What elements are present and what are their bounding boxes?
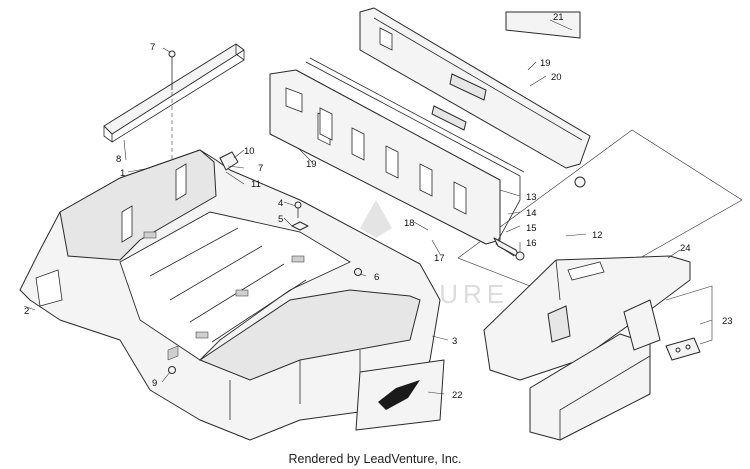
leader-lines (23, 19, 713, 395)
callout-15: 15 (526, 223, 537, 234)
callout-16: 16 (526, 238, 537, 249)
callout-17: 17 (434, 253, 445, 264)
callout-1: 1 (120, 168, 125, 179)
callout-21: 21 (553, 12, 564, 23)
latch-bracket-leader (665, 285, 713, 345)
callout-5: 5 (278, 214, 283, 225)
decal-part (505, 11, 581, 39)
callout-9: 9 (152, 378, 157, 389)
callout-7-side: 7 (258, 163, 263, 174)
callout-7-top: 7 (150, 42, 155, 53)
callout-labels: 7 8 1 2 10 7 11 4 5 6 9 3 22 19 18 17 13… (24, 12, 733, 401)
callout-4: 4 (278, 198, 283, 209)
fastener-parts (167, 201, 362, 374)
tailgate-outer-panel-part (359, 7, 591, 188)
callout-12: 12 (592, 230, 603, 241)
storage-case-part (483, 255, 691, 441)
tailgate-inner-panel-part (269, 69, 501, 245)
callout-8: 8 (116, 154, 121, 165)
pin-part (493, 237, 525, 261)
decal-22-part (355, 359, 445, 431)
callout-2: 2 (24, 306, 29, 317)
cargo-box-part (19, 149, 441, 441)
callout-11: 11 (251, 179, 261, 190)
callout-18: 18 (404, 218, 415, 229)
callout-19-left: 19 (306, 159, 317, 170)
callout-6: 6 (374, 272, 379, 283)
callout-3: 3 (452, 336, 457, 347)
bolt-part (168, 50, 176, 90)
callout-13: 13 (526, 192, 537, 203)
callout-10: 10 (244, 146, 255, 157)
callout-20: 20 (551, 72, 562, 83)
callout-22: 22 (452, 390, 463, 401)
bracket-part (219, 151, 239, 171)
top-rail-part (103, 43, 245, 143)
callout-23: 23 (722, 316, 733, 327)
latch-part (665, 337, 701, 361)
rendered-by-footer: Rendered by LeadVenture, Inc. (288, 452, 462, 466)
callout-24: 24 (680, 243, 691, 254)
callout-14: 14 (526, 208, 537, 219)
callout-19-right: 19 (540, 58, 551, 69)
